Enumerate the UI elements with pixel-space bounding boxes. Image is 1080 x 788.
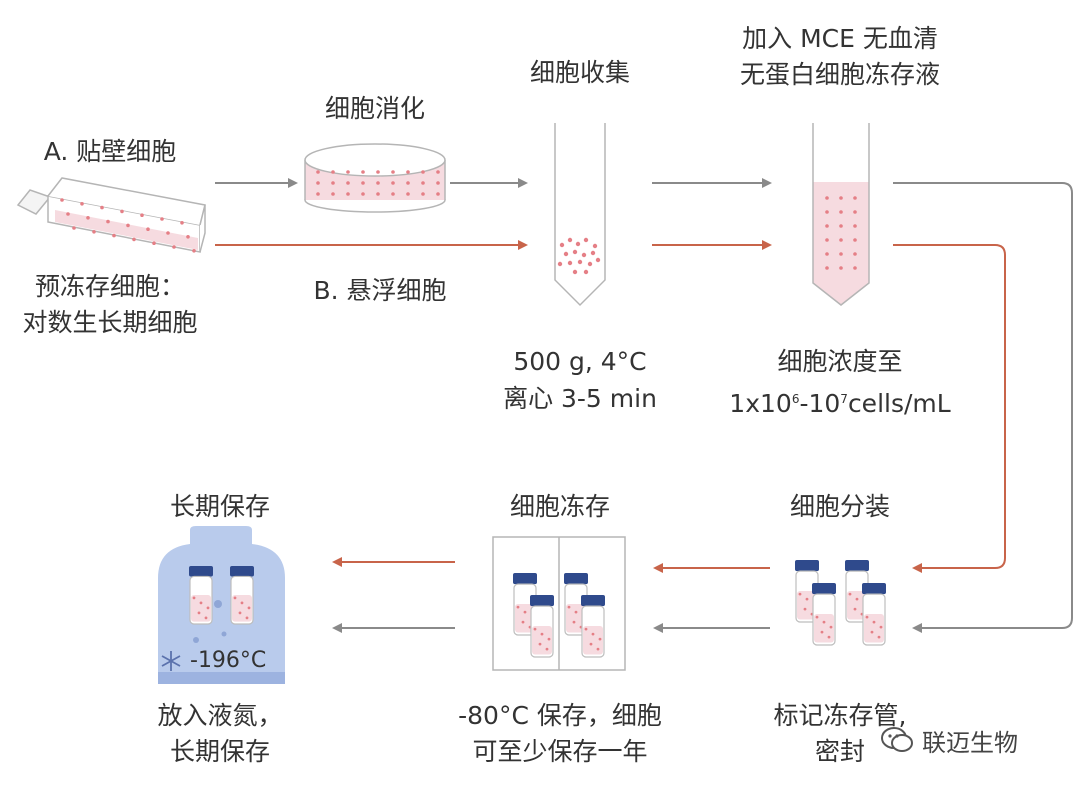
label-mark-tubes-2: 密封 bbox=[814, 737, 865, 766]
label-collection: 细胞收集 bbox=[529, 58, 630, 87]
freezing-medium-tube-icon bbox=[812, 123, 870, 306]
watermark-text: 联迈生物 bbox=[922, 728, 1018, 757]
label-freezing-desc-1: -80°C 保存，细胞 bbox=[458, 701, 662, 730]
label-add-medium-2: 无蛋白细胞冻存液 bbox=[739, 60, 940, 89]
label-suspension-cells: B. 悬浮细胞 bbox=[313, 276, 447, 305]
snowflake-icon bbox=[161, 651, 181, 671]
label-storage-desc-2: 长期保存 bbox=[169, 737, 270, 766]
label-add-medium-1: 加入 MCE 无血清 bbox=[742, 24, 938, 53]
label-pre-freeze-2: 对数生长期细胞 bbox=[22, 308, 198, 337]
label-aliquot: 细胞分装 bbox=[789, 492, 890, 521]
wechat-icon bbox=[881, 727, 913, 752]
label-adherent-cells: A. 贴壁细胞 bbox=[43, 137, 177, 166]
liquid-nitrogen-tank-icon bbox=[158, 526, 285, 684]
label-freezing-desc-2: 可至少保存一年 bbox=[472, 737, 648, 766]
label-mark-tubes-1: 标记冻存管, bbox=[773, 701, 907, 730]
cryovials-icon bbox=[795, 560, 886, 646]
label-storage-desc-1: 放入液氮， bbox=[157, 701, 283, 730]
tank-temperature: -196°C bbox=[190, 648, 267, 673]
centrifuge-tube-icon bbox=[554, 123, 606, 307]
connector-red bbox=[893, 244, 1006, 573]
label-long-term-storage: 长期保存 bbox=[169, 492, 270, 521]
petri-dish-icon bbox=[304, 143, 446, 213]
connector-gray bbox=[893, 182, 1073, 633]
label-freezing: 细胞冻存 bbox=[509, 492, 610, 521]
label-density-1: 细胞浓度至 bbox=[777, 347, 903, 376]
label-pre-freeze-1: 预冻存细胞： bbox=[34, 272, 185, 301]
label-density-2: 1x106-107cells/mL bbox=[729, 389, 951, 418]
label-centrifuge-1: 500 g, 4°C bbox=[513, 347, 647, 376]
freezer-box-icon bbox=[492, 536, 626, 671]
label-digestion: 细胞消化 bbox=[324, 94, 425, 123]
culture-flask-icon bbox=[16, 177, 206, 253]
watermark: 联迈生物 bbox=[880, 720, 1018, 760]
label-centrifuge-2: 离心 3-5 min bbox=[503, 384, 657, 413]
